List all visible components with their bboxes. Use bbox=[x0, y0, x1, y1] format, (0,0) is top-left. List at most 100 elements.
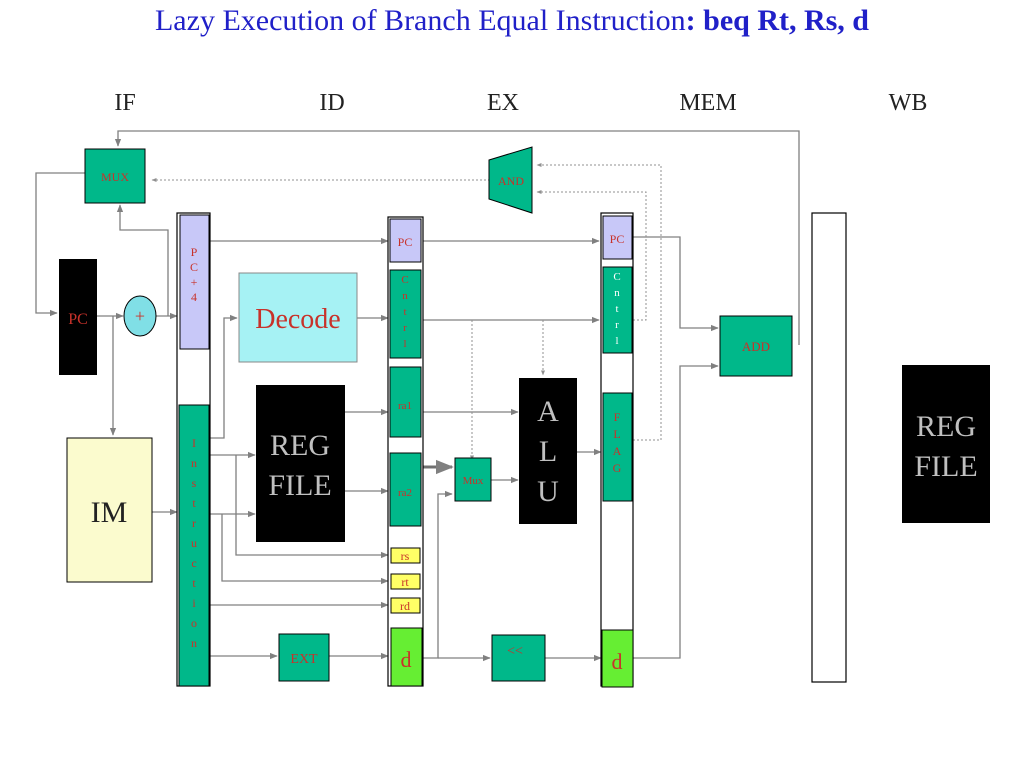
label-line: + bbox=[191, 275, 198, 289]
id-ra2-field bbox=[389, 452, 422, 527]
label-line: A bbox=[613, 444, 622, 458]
mux-ex-label: Mux bbox=[463, 475, 484, 487]
label-line: 4 bbox=[191, 290, 197, 304]
label-line: L bbox=[539, 435, 557, 468]
wire-add-to-mux bbox=[114, 130, 800, 345]
label-line: s bbox=[192, 476, 197, 490]
and-gate-label: AND bbox=[498, 174, 524, 188]
label-line: C bbox=[401, 274, 408, 286]
label-line: r bbox=[192, 516, 196, 530]
decode-block bbox=[238, 272, 358, 363]
label-line: REG bbox=[270, 429, 330, 462]
label-line: u bbox=[191, 536, 197, 550]
id-pc-label: PC bbox=[398, 235, 413, 249]
label-line: t bbox=[403, 306, 406, 318]
label-line: c bbox=[191, 556, 196, 570]
stage-label-if: IF bbox=[114, 90, 136, 116]
adder-label: + bbox=[135, 306, 145, 326]
label-line: G bbox=[613, 461, 622, 475]
label-line: REG bbox=[916, 410, 976, 443]
wire-flag-to-and bbox=[536, 163, 662, 441]
stage-label-wb: WB bbox=[888, 90, 928, 116]
ext-label: EXT bbox=[290, 652, 318, 667]
label-line: I bbox=[192, 436, 196, 450]
regfile-wb-label: REG FILE bbox=[914, 410, 977, 483]
adder-circle bbox=[123, 295, 157, 337]
shift-block bbox=[491, 634, 546, 682]
instruction-field bbox=[178, 404, 210, 687]
title-bold: : beq Rt, Rs, d bbox=[685, 4, 869, 37]
rt-label: rt bbox=[401, 575, 409, 589]
label-line: l bbox=[403, 338, 406, 350]
mux-if-label: MUX bbox=[101, 170, 129, 184]
shift-label: << bbox=[507, 644, 523, 659]
stage-label-mem: MEM bbox=[679, 90, 737, 116]
im-block bbox=[66, 437, 153, 583]
ex-pc-field bbox=[602, 215, 633, 260]
flag-field bbox=[602, 392, 633, 502]
label-line: C bbox=[190, 260, 198, 274]
label-line: o bbox=[191, 616, 197, 630]
stage-label-ex: EX bbox=[487, 90, 519, 116]
regfile-id-label: REG FILE bbox=[268, 429, 331, 502]
ext-block bbox=[278, 633, 330, 682]
label-line: L bbox=[613, 427, 620, 441]
ex-cntrl-field bbox=[602, 266, 633, 354]
id-d-field bbox=[390, 627, 423, 687]
wire-ir-to-rt bbox=[221, 514, 389, 585]
label-line: i bbox=[192, 596, 196, 610]
mem-wb-register bbox=[811, 212, 847, 683]
id-cntrl-field bbox=[389, 269, 422, 359]
label-line: l bbox=[615, 335, 618, 347]
label-line: F bbox=[614, 410, 621, 424]
wire-ir-to-decode bbox=[210, 314, 238, 439]
label-line: P bbox=[191, 245, 198, 259]
pc4-field bbox=[179, 214, 210, 350]
wire-exd-to-add bbox=[633, 362, 719, 659]
label-line: t bbox=[192, 576, 196, 590]
title-normal: Lazy Execution of Branch Equal Instructi… bbox=[154, 4, 686, 37]
rt-field bbox=[390, 573, 421, 590]
label-line: FILE bbox=[268, 469, 331, 502]
ex-d-label: d bbox=[612, 649, 623, 674]
wire-d-to-mux bbox=[423, 490, 453, 659]
regfile-id-block bbox=[256, 385, 345, 542]
pc-label: PC bbox=[68, 311, 88, 328]
label-line: C bbox=[613, 271, 620, 283]
wire-pc4-to-mux bbox=[116, 204, 169, 316]
wire-ir-to-rs bbox=[235, 455, 389, 559]
label-line: n bbox=[191, 456, 197, 470]
wire-cntrl-to-and bbox=[536, 190, 647, 321]
label-line: t bbox=[615, 303, 618, 315]
im-label: IM bbox=[91, 496, 128, 529]
label-line: n bbox=[402, 290, 408, 302]
label-line: n bbox=[614, 287, 620, 299]
ex-pc-label: PC bbox=[610, 232, 625, 246]
label-line: FILE bbox=[914, 450, 977, 483]
and-gate-block bbox=[488, 146, 533, 214]
rs-label: rs bbox=[401, 549, 410, 563]
id-ra1-label: ra1 bbox=[398, 400, 412, 412]
label-line: t bbox=[192, 496, 196, 510]
add-label: ADD bbox=[742, 339, 770, 354]
rd-label: rd bbox=[400, 599, 410, 613]
rs-field bbox=[390, 547, 421, 564]
id-ra1-field bbox=[389, 366, 422, 438]
pc-block bbox=[59, 259, 97, 375]
add-block bbox=[719, 315, 793, 377]
mux-if-block bbox=[84, 148, 146, 204]
id-pc-field bbox=[389, 218, 422, 263]
wire-expc-to-add bbox=[633, 236, 719, 332]
label-line: U bbox=[537, 475, 559, 508]
slide-title: Lazy Execution of Branch Equal Instructi… bbox=[0, 4, 1024, 38]
stage-label-id: ID bbox=[319, 90, 345, 116]
rd-field bbox=[390, 597, 421, 614]
alu-block bbox=[519, 378, 577, 524]
id-d-label: d bbox=[401, 647, 412, 672]
